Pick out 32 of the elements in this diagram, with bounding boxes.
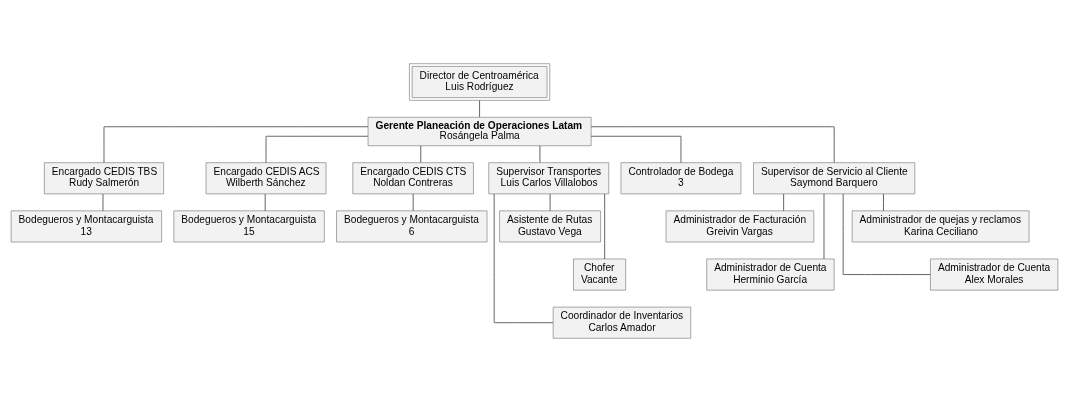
node-box: Bodegueros y Montacarguista 13 bbox=[10, 210, 162, 242]
connector bbox=[590, 125, 835, 163]
connector bbox=[883, 193, 884, 211]
node-box: Administrador de Cuenta Herminio García bbox=[706, 258, 835, 290]
node-box: Administrador de quejas y reclamos Karina Ceciliano bbox=[851, 210, 1030, 242]
node-box: Gerente Planeación de Operaciones Latam Rosángela Palma bbox=[367, 116, 592, 146]
node-box: Asistente de Rutas Gustavo Vega bbox=[499, 210, 601, 242]
node-box: Bodegueros y Montacarguista 15 bbox=[173, 210, 325, 242]
node-box: Encargado CEDIS CTS Noldan Contreras bbox=[352, 161, 474, 194]
node-box: Chofer Vacante bbox=[573, 258, 627, 290]
connector bbox=[265, 135, 369, 163]
node-box: Supervisor Transportes Luis Carlos Villalobos bbox=[488, 161, 610, 194]
node-box: Administrador de Facturación Greivin Vargas bbox=[665, 210, 815, 242]
connector bbox=[420, 144, 422, 163]
connector bbox=[604, 193, 606, 259]
node-box: Bodegueros y Montacarguista 6 bbox=[336, 210, 488, 242]
connector bbox=[783, 193, 785, 211]
node-box: Encargado CEDIS ACS Wilberth Sánchez bbox=[205, 161, 327, 194]
connector bbox=[842, 193, 931, 275]
connector bbox=[549, 193, 551, 211]
connector bbox=[412, 193, 414, 211]
connector bbox=[103, 125, 369, 163]
node-box: Coordinador de Inventarios Carlos Amador bbox=[552, 306, 692, 339]
connector bbox=[493, 193, 554, 323]
node-box: Encargado CEDIS TBS Rudy Salmerón bbox=[44, 161, 164, 194]
connector bbox=[102, 193, 104, 211]
connector bbox=[479, 99, 480, 117]
node-box: Controlador de Bodega 3 bbox=[620, 161, 742, 194]
connector bbox=[264, 193, 266, 211]
node-box: Administrador de Cuenta Alex Morales bbox=[930, 258, 1059, 290]
node-box: Supervisor de Servicio al Cliente Saymond Barquero bbox=[753, 161, 916, 194]
connector bbox=[590, 135, 682, 163]
